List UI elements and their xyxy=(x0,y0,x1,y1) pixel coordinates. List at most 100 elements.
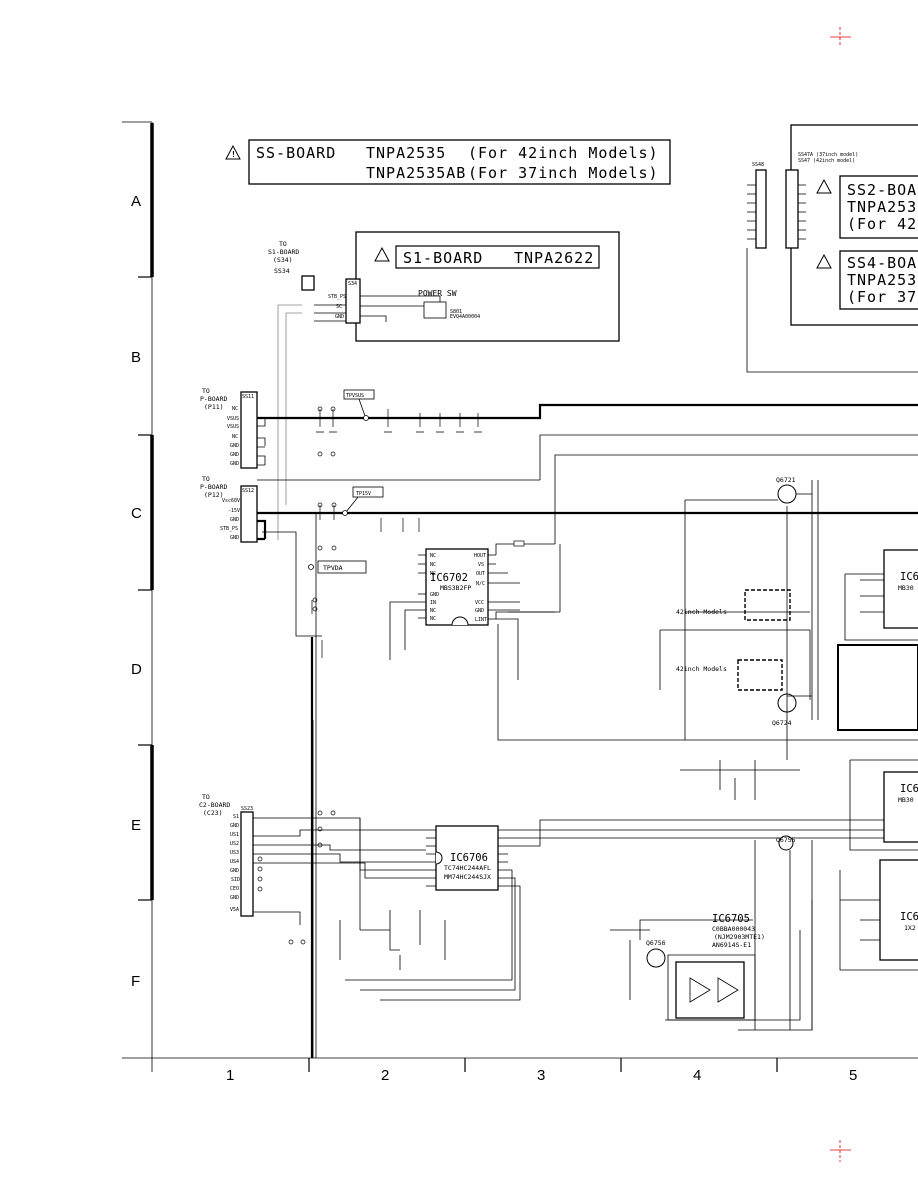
pin-label: NC xyxy=(430,608,436,614)
right-ics: IC6 MB30 IC6 MB30 IC6 1X2 xyxy=(837,549,918,971)
ss4-board-part: TNPA253 xyxy=(847,271,917,289)
pin-label: CEO xyxy=(230,886,239,892)
ss23-connector xyxy=(240,811,254,917)
right-ic-name: IC6 xyxy=(900,911,918,923)
ss47-note: SS47 (42inch model) xyxy=(798,158,855,164)
pin-label: US3 xyxy=(230,850,239,856)
ss2-board-note: (For 42i xyxy=(847,215,918,233)
ic6706-name: IC6706 xyxy=(450,852,488,864)
ic6702: IC6702 MBS3B2FP NC NC NC GND IN NC NC HO… xyxy=(389,513,918,741)
grid-col-labels: 1 2 3 4 5 xyxy=(226,1067,857,1084)
tp15v-label: TP15V xyxy=(356,491,371,497)
grid-row-label: A xyxy=(131,193,141,210)
power-switch xyxy=(423,301,447,319)
pin-label: NC xyxy=(232,406,238,412)
passive-components xyxy=(257,406,482,945)
pin-label: US1 xyxy=(230,832,239,838)
s1-board: S1-BOARD TNPA2622 S34 STB_PS SC GND POWE… xyxy=(328,231,620,342)
pin-label: NC xyxy=(232,434,238,440)
ss4-board-note: (For 37i xyxy=(847,288,918,306)
s1-board-name: S1-BOARD xyxy=(403,249,483,267)
pin-label: GND xyxy=(230,823,239,829)
pin-label: OUT xyxy=(476,571,485,577)
bottom-left-parts xyxy=(253,818,446,970)
ss-board-part1: TNPA2535 xyxy=(366,144,446,162)
top-right-boards: SS47A (37inch model) SS47 (42inch model)… xyxy=(746,124,918,373)
ss-board-name: SS-BOARD xyxy=(256,144,336,162)
grid-row-label: F xyxy=(131,973,140,990)
pin-label: V5A xyxy=(230,907,239,913)
transistor-q6755 xyxy=(778,835,794,851)
warning-icon xyxy=(816,178,832,194)
s1-board-part: TNPA2622 xyxy=(514,249,594,267)
ss11-connector-group: TO P-BOARD (P11) SS11 NC VSUS VSUS NC GN… xyxy=(200,387,258,469)
grid-row-label: C xyxy=(131,505,142,522)
grid-row-label: E xyxy=(131,817,141,834)
pin-label: -15V xyxy=(228,508,240,514)
pin-label: NC xyxy=(430,562,436,568)
ss11-label: SS11 xyxy=(242,394,254,400)
pin-label: GND xyxy=(230,461,239,467)
connector-board-label: C2-BOARD xyxy=(199,801,230,809)
svg-text:!: ! xyxy=(231,150,236,159)
connector-ref-label: (P11) xyxy=(204,403,224,411)
ss23-pins: S1 GND US1 US2 US3 US4 GND SID CEO GND V… xyxy=(230,814,240,913)
pin-label: VS xyxy=(478,562,484,568)
pin-label: GND xyxy=(475,608,484,614)
right-ic-name: IC6 xyxy=(900,571,918,583)
right-ic-part: 1X2 xyxy=(904,924,916,932)
ss2-board-part: TNPA253 xyxy=(847,198,917,216)
power-switch-label: POWER SW xyxy=(418,289,457,298)
ss-board-part2: TNPA2535AB xyxy=(366,164,466,182)
grid-col-label: 4 xyxy=(693,1067,701,1084)
grid-row-labels: A B C D E F xyxy=(131,193,142,990)
pin-label: N/C xyxy=(476,581,485,587)
q6755-label: Q6755 xyxy=(776,836,796,844)
transistors: Q6721 Q6724 Q6755 Q6756 xyxy=(646,476,797,968)
pin-label: VCC xyxy=(475,600,484,606)
connector-to-label: TO xyxy=(202,387,210,395)
ss-board-note2: (For 37inch Models) xyxy=(468,164,659,182)
registration-mark-bottom xyxy=(830,1140,851,1162)
connector-ref-label: (S34) xyxy=(273,256,293,264)
right-ic-name: IC6 xyxy=(900,783,918,795)
pin-label: US4 xyxy=(230,859,239,865)
pin-label: S1 xyxy=(233,814,239,820)
ss47-note: SS47A (37inch model) xyxy=(798,152,858,158)
ss48-label: SS48 xyxy=(752,162,764,168)
grid-col-label: 2 xyxy=(381,1067,389,1084)
q6756-label: Q6756 xyxy=(646,939,666,947)
connector-id-label: SS34 xyxy=(274,267,290,275)
grid-row-label: D xyxy=(131,661,142,678)
connector-to-label: TO xyxy=(202,475,210,483)
ic6702-name: IC6702 xyxy=(430,572,468,584)
pin-label: STB_PS xyxy=(220,526,238,532)
s34-connector xyxy=(345,278,361,324)
drawing-frame xyxy=(122,121,918,1072)
s34-pin: GND xyxy=(335,314,344,320)
pin-label: NC xyxy=(430,616,436,622)
tpvda-label: TPVDA xyxy=(323,564,343,572)
transistor-q6721 xyxy=(777,484,797,504)
ss23-connector-group: TO C2-BOARD (C23) SS23 S1 GND US1 US2 US… xyxy=(199,793,254,917)
ic6705-part: (NJM2903MTE1) xyxy=(714,933,765,941)
transistor-q6756 xyxy=(646,948,666,968)
connector-board-label: S1-BOARD xyxy=(268,248,299,256)
registration-mark-top xyxy=(830,27,851,47)
ss12-connector-group: TO P-BOARD (P12) SS12 Vsc60V -15V GND ST… xyxy=(200,475,258,543)
model-note: 42inch Models xyxy=(676,608,727,616)
ic6705: IC6705 C0BBA000043 (NJM2903MTE1) AN6914S… xyxy=(639,913,801,1021)
ic6705-name: IC6705 xyxy=(712,913,750,925)
right-ic-part: MB30 xyxy=(898,796,914,804)
pin-label: US2 xyxy=(230,841,239,847)
tp-callouts: TPVSUS TP15V TPVDA xyxy=(308,389,384,574)
connector-ref-label: (C23) xyxy=(203,809,223,817)
pin-label: GND xyxy=(430,592,439,598)
pin-label: IN xyxy=(430,600,436,606)
warning-icon xyxy=(225,144,241,160)
ss2-board-name: SS2-BOA xyxy=(847,181,917,199)
switch-ref: S801 xyxy=(450,309,462,315)
connector-to-label: TO xyxy=(202,793,210,801)
middle-circuits: 42inch Models 42inch Models xyxy=(610,480,819,1031)
